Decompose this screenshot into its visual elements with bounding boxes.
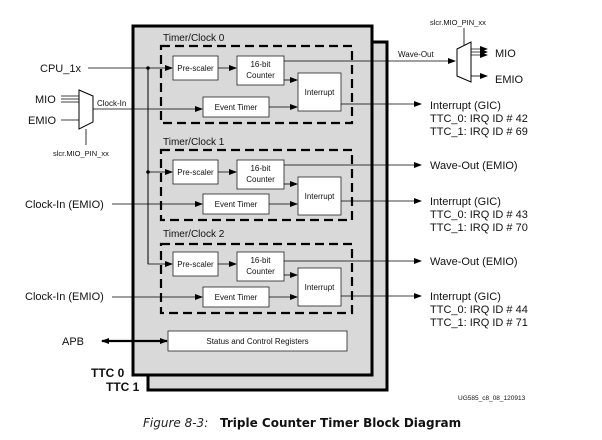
clock-in-mux: [78, 89, 94, 130]
prescaler-label: Pre-scaler: [177, 64, 214, 73]
wave-out-mux: [456, 41, 472, 83]
ttc0-label: TTC 0: [91, 366, 125, 380]
counter-box: [236, 159, 285, 190]
counter-box: [236, 251, 285, 282]
clock-in-emio-label-1: Clock-In (EMIO): [25, 199, 104, 211]
wave-out-label-0: Wave-Out: [398, 50, 434, 59]
timer-dashed-border: [159, 148, 354, 222]
timer-clock-2: Timer/Clock 2 Pre-scaler 16-bit Counter …: [147, 196, 354, 315]
out-mux-select-label: slcr.MIO_PIN_xx: [430, 18, 486, 27]
irq-title-1: Interrupt (GIC): [430, 196, 501, 208]
emio-input-label: EMIO: [28, 115, 57, 127]
figure-title: Triple Counter Timer Block Diagram: [220, 416, 461, 430]
timer-clock-1: Timer/Clock 1 Pre-scaler 16-bit Counter …: [148, 137, 354, 222]
mux-select-label: slcr.MIO_PIN_xx: [53, 149, 109, 158]
mio-input-label: MIO: [35, 94, 56, 106]
counter-label-1: 16-bit: [250, 164, 271, 173]
timer-clock-0: Timer/Clock 0 Pre-scaler 16-bit Counter …: [148, 33, 354, 125]
bus-to-prescaler-arrow: [147, 196, 173, 267]
emio-out-label: EMIO: [495, 74, 524, 86]
counter-label-1: 16-bit: [250, 256, 271, 265]
irq-title-0: Interrupt (GIC): [430, 100, 501, 112]
irq-title-2: Interrupt (GIC): [430, 291, 501, 303]
prescaler-box: [172, 159, 219, 185]
irq-ttc0-0: TTC_0: IRQ ID # 42: [430, 113, 528, 125]
timer-label: Timer/Clock 1: [163, 137, 225, 148]
interrupt-label: Interrupt: [305, 283, 336, 292]
event-timer-label: Event Timer: [215, 200, 258, 209]
irq-ttc0-2: TTC_0: IRQ ID # 44: [430, 304, 528, 316]
status-control-registers-box: [167, 330, 348, 352]
counter-label-1: 16-bit: [250, 60, 271, 69]
figure-label: Figure 8-3:: [143, 416, 208, 430]
wave-out-label-2: Wave-Out (EMIO): [430, 256, 518, 268]
interrupt-box: [297, 176, 342, 216]
interrupt-label: Interrupt: [305, 88, 336, 97]
timer-label: Timer/Clock 2: [163, 229, 225, 240]
counter-label-2: Counter: [246, 71, 275, 80]
document-id: UG585_c8_08_120913: [458, 395, 526, 402]
apb-label: APB: [62, 336, 84, 348]
prescaler-box: [172, 251, 219, 277]
counter-label-2: Counter: [246, 175, 275, 184]
timer-label: Timer/Clock 0: [163, 33, 225, 44]
clock-in-label: Clock-In: [97, 99, 126, 108]
counter-box: [236, 55, 285, 86]
interrupt-label: Interrupt: [305, 192, 336, 201]
timer-dashed-border: [159, 44, 354, 125]
cpu-1x-label: CPU_1x: [40, 63, 81, 75]
irq-ttc0-1: TTC_0: IRQ ID # 43: [430, 209, 528, 221]
counter-label-2: Counter: [246, 267, 275, 276]
prescaler-label: Pre-scaler: [177, 260, 214, 269]
interrupt-box: [297, 72, 342, 112]
timer-dashed-border: [159, 242, 354, 315]
ttc1-label: TTC 1: [106, 380, 140, 394]
status-control-registers-label: Status and Control Registers: [206, 337, 308, 346]
irq-ttc1-2: TTC_1: IRQ ID # 71: [430, 317, 528, 329]
interrupt-box: [297, 267, 342, 307]
event-timer-label: Event Timer: [215, 293, 258, 302]
prescaler-label: Pre-scaler: [177, 168, 214, 177]
wave-out-label-1: Wave-Out (EMIO): [430, 160, 518, 172]
event-timer-label: Event Timer: [215, 103, 258, 112]
mio-out-label: MIO: [495, 48, 516, 60]
irq-ttc1-1: TTC_1: IRQ ID # 70: [430, 222, 528, 234]
clock-in-emio-label-2: Clock-In (EMIO): [25, 291, 104, 303]
irq-ttc1-0: TTC_1: IRQ ID # 69: [430, 126, 528, 138]
